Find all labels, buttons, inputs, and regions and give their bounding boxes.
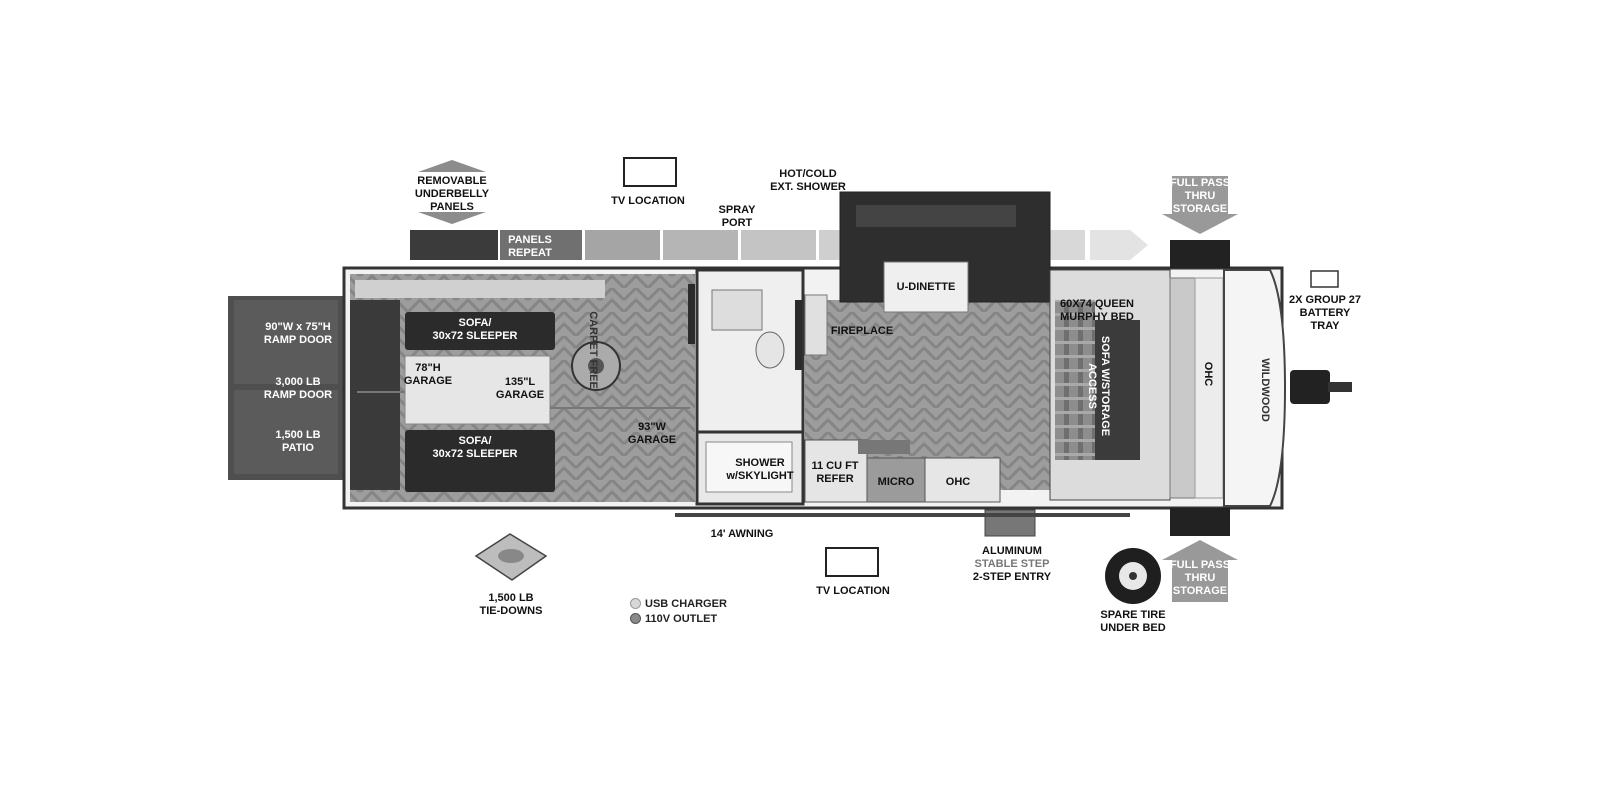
battery-icon <box>1310 270 1339 288</box>
label-tv-location-bottom: TV LOCATION <box>816 585 890 597</box>
tv-icon-bottom <box>825 547 879 577</box>
toilet <box>755 331 785 369</box>
removable-panels-arrows <box>418 160 486 224</box>
label-ohc-front: OHC <box>1202 362 1214 387</box>
stove <box>858 440 910 454</box>
sofa-bottom <box>405 430 555 492</box>
label-ohc-kitchen: OHC <box>946 476 971 488</box>
label-carpet-free: CARPET FREE <box>587 311 599 389</box>
outlet-icon <box>630 613 641 624</box>
fireplace-unit <box>804 294 828 356</box>
hitch-tongue <box>1290 370 1352 404</box>
storage-sofa <box>1095 320 1140 460</box>
dinette-bench-back <box>856 205 1016 227</box>
legend-outlet: 110V OUTLET <box>630 611 727 626</box>
label-tv-location-top: TV LOCATION <box>611 195 685 207</box>
garage-shelf <box>355 280 605 298</box>
bath-wall-dark <box>795 300 802 370</box>
tv-icon-top <box>623 157 677 187</box>
label-sofa-top: SOFA/30x72 SLEEPER <box>433 317 518 342</box>
label-u-dinette: U-DINETTE <box>897 281 956 293</box>
label-sofa-storage: SOFA W/STORAGEACCESS <box>1086 336 1111 436</box>
underbelly-panel-strip <box>410 230 1148 260</box>
garage-rear-strip <box>350 300 400 490</box>
label-sofa-bottom: SOFA/30x72 SLEEPER <box>433 435 518 460</box>
label-brand: WILDWOOD <box>1259 358 1271 422</box>
front-cap <box>1223 269 1287 507</box>
sofa-top <box>405 312 555 350</box>
tie-down-icon <box>474 533 548 581</box>
kitchen-ohc <box>924 457 1001 503</box>
legend: USB CHARGER 110V OUTLET <box>630 596 727 626</box>
legend-usb-label: USB CHARGER <box>645 597 727 610</box>
usb-charger-icon <box>630 598 641 609</box>
bottom-storage-door <box>1170 508 1230 536</box>
front-storage-cabinet <box>1169 277 1196 499</box>
label-micro: MICRO <box>878 476 915 488</box>
shower-pan <box>705 441 793 493</box>
garage-table <box>404 355 551 425</box>
legend-outlet-label: 110V OUTLET <box>645 612 718 625</box>
murphy-bed-blanket <box>1055 300 1095 460</box>
legend-usb: USB CHARGER <box>630 596 727 611</box>
bath-sink <box>711 289 763 331</box>
carpet-free-icon <box>588 358 604 374</box>
dinette-table <box>883 261 969 313</box>
spare-tire-icon <box>1105 548 1161 604</box>
bath-door-top <box>688 284 695 344</box>
front-ohc <box>1194 277 1224 499</box>
ramp-door <box>228 296 344 480</box>
top-storage-door <box>1170 240 1230 268</box>
label-fireplace: FIREPLACE <box>831 325 893 337</box>
microwave <box>866 457 926 503</box>
label-awning: 14' AWNING <box>711 528 774 540</box>
full-pass-storage-bottom-arrow <box>1162 540 1238 602</box>
refrigerator <box>804 439 868 503</box>
full-pass-storage-top-arrow <box>1162 176 1238 234</box>
